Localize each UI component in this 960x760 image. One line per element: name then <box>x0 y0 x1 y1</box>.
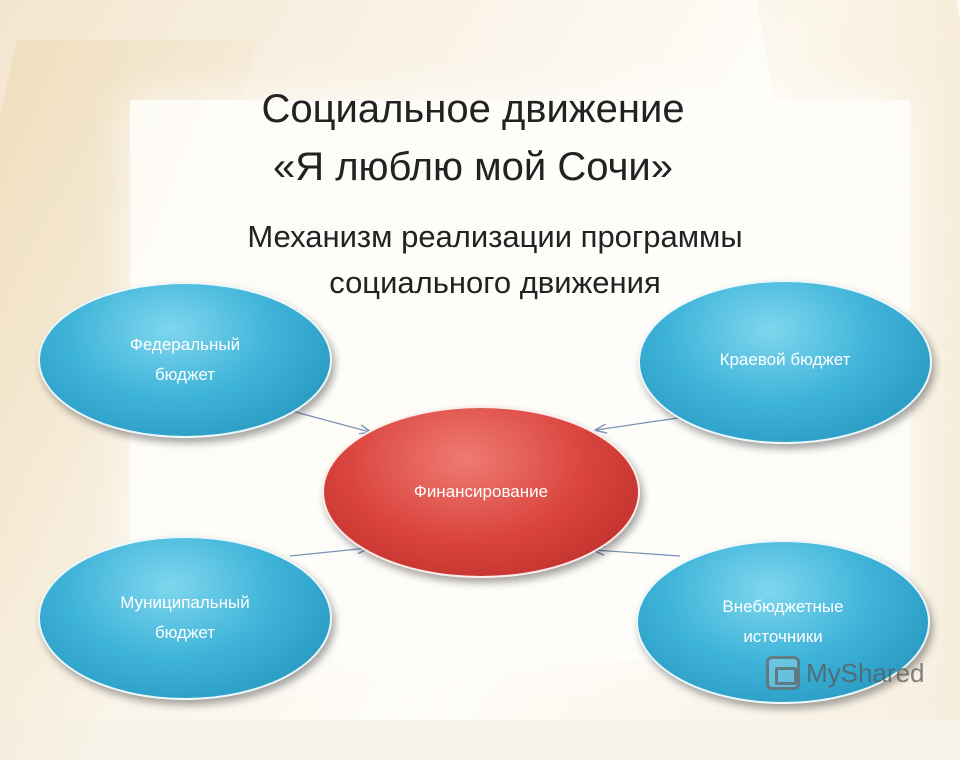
node-financing: Финансирование <box>322 406 640 578</box>
node-regional-budget-label: Краевой бюджет <box>719 350 851 369</box>
slide-title-line1: Социальное движение <box>261 87 685 131</box>
node-extra-budget-sources-line2: источники <box>743 627 823 646</box>
arrow-municipal-to-financing <box>289 548 368 557</box>
connector-arrows <box>287 409 681 557</box>
node-federal-budget-line1: Федеральный <box>129 335 241 354</box>
node-municipal-budget-line2: бюджет <box>154 623 216 642</box>
arrow-extra-to-financing <box>594 550 681 557</box>
arrow-federal-to-financing <box>287 409 370 432</box>
slide-subtitle-line2: социального движения <box>329 265 661 300</box>
node-extra-budget-sources-line1: Внебюджетные <box>722 597 844 616</box>
node-federal-budget-line2: бюджет <box>154 365 216 384</box>
slide-subtitle-line1: Механизм реализации программы <box>247 219 743 254</box>
watermark: MyShared <box>766 656 925 690</box>
node-municipal-budget-line1: Муниципальный <box>120 593 250 612</box>
node-municipal-budget: Муниципальный бюджет <box>38 536 332 700</box>
slide-title-line2: «Я люблю мой Сочи» <box>272 145 674 189</box>
watermark-text: MyShared <box>806 657 925 688</box>
node-extra-budget-sources: Внебюджетные источники <box>636 540 930 704</box>
arrow-regional-to-financing <box>596 417 679 430</box>
node-regional-budget: Краевой бюджет <box>638 280 932 444</box>
node-financing-label: Финансирование <box>413 482 549 501</box>
presentation-icon <box>766 656 800 690</box>
node-federal-budget: Федеральный бюджет <box>38 282 332 438</box>
